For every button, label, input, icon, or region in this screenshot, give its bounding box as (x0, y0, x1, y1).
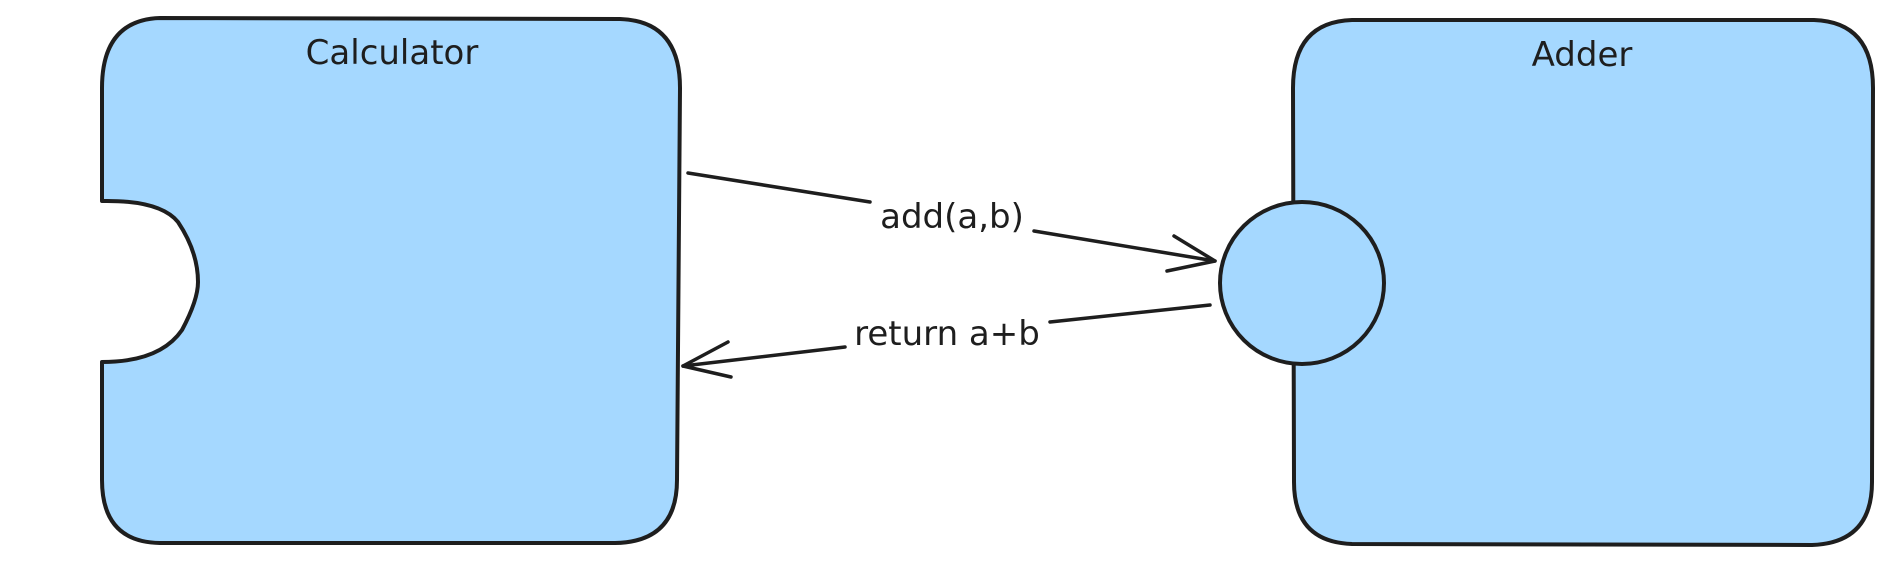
call-arrow-line-start (686, 171, 872, 204)
return-arrow-line-start (1048, 303, 1212, 324)
return-arrow-line-end (681, 345, 847, 368)
call-arrow-label: add(a,b) (880, 197, 1024, 237)
calculator-label: Calculator (306, 33, 479, 73)
adder-box (1291, 18, 1875, 547)
calculator-box (100, 16, 682, 545)
call-arrow-line-end (1032, 229, 1217, 263)
adder-interface-circle (1218, 200, 1386, 366)
adder-label: Adder (1532, 35, 1633, 75)
return-arrow-label: return a+b (854, 314, 1040, 354)
return-arrowhead (681, 340, 733, 379)
call-arrowhead (1165, 234, 1217, 273)
